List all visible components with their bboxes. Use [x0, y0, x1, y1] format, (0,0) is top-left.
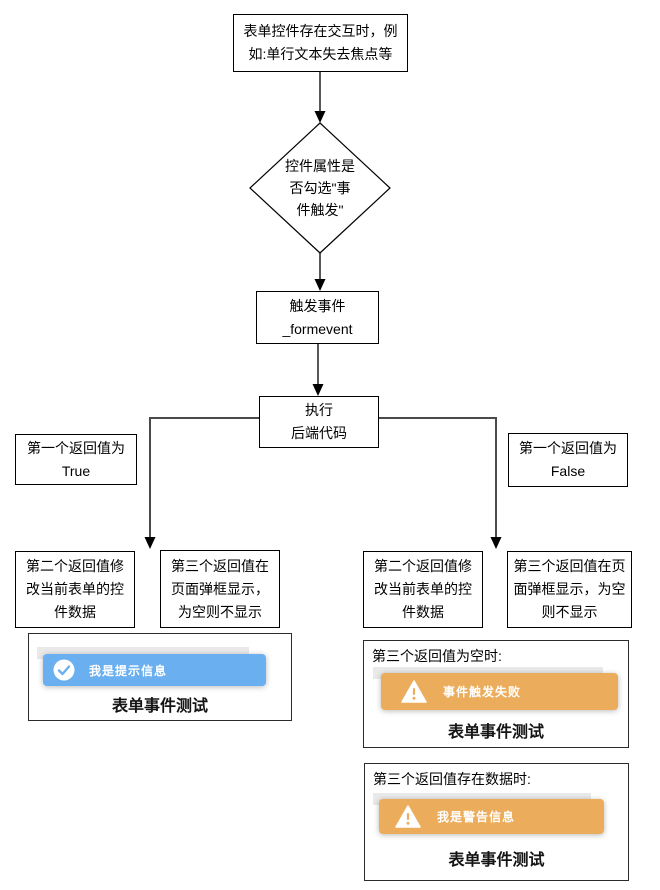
success-check-icon: [53, 659, 75, 681]
info-toast-text: 我是提示信息: [89, 663, 168, 678]
warning-toast: 我是警告信息: [379, 799, 604, 834]
node-third-return-left: 第三个返回值在页面弹框显示，为空则不显示: [160, 550, 280, 628]
return-true-line2: True: [61, 462, 91, 479]
exec-line2: 后端代码: [291, 425, 347, 441]
return-true-line1: 第一个返回值为: [27, 439, 125, 456]
empty-form-title: 表单事件测试: [447, 724, 544, 741]
has-data-preview-panel: 第三个返回值存在数据时: 我是警告信息 表单事件测试: [364, 763, 629, 881]
node-third-return-right: 第三个返回值在页面弹框显示，为空则不显示: [507, 551, 632, 628]
node-return-true: 第一个返回值为 True: [15, 434, 137, 485]
node-trigger-event: 触发事件 _formevent: [256, 291, 379, 344]
trigger-line1: 触发事件: [289, 297, 346, 314]
empty-value-label: 第三个返回值为空时:: [372, 648, 502, 664]
empty-value-preview-panel: 第三个返回值为空时: 事件触发失败 表单事件测试: [363, 640, 629, 748]
node-start-line1: 表单控件存在交互时，例: [243, 23, 398, 39]
trigger-line2: _formevent: [282, 320, 353, 337]
fail-toast-text: 事件触发失败: [443, 685, 522, 699]
node-second-return-left: 第二个返回值修改当前表单的控件数据: [15, 551, 135, 628]
decision-line3: 件触发": [296, 202, 344, 218]
info-toast: 我是提示信息: [43, 654, 266, 686]
fail-toast: 事件触发失败: [381, 673, 618, 710]
warning-toast-text: 我是警告信息: [437, 810, 516, 824]
return-false-line2: False: [550, 463, 586, 479]
node-start: 表单控件存在交互时，例 如:单行文本失去焦点等: [233, 14, 408, 72]
success-form-title: 表单事件测试: [111, 698, 208, 715]
return-false-line1: 第一个返回值为: [519, 440, 617, 456]
success-preview-panel: 我是提示信息 表单事件测试: [28, 633, 292, 721]
node-return-false: 第一个返回值为 False: [508, 433, 628, 487]
has-data-form-title: 表单事件测试: [448, 852, 545, 869]
warning-triangle-icon: [395, 805, 421, 828]
decision-line2: 否勾选"事: [289, 180, 351, 196]
node-start-line2: 如:单行文本失去焦点等: [248, 46, 393, 62]
decision-line1: 控件属性是: [285, 158, 355, 174]
exec-line1: 执行: [305, 402, 333, 418]
node-execute-backend: 执行 后端代码: [259, 396, 379, 448]
node-decision-text: 控件属性是 否勾选"事 件触发": [250, 155, 390, 221]
node-second-return-right: 第二个返回值修改当前表单的控件数据: [363, 551, 483, 628]
warning-triangle-icon: [401, 680, 427, 703]
has-data-label: 第三个返回值存在数据时:: [373, 771, 531, 787]
